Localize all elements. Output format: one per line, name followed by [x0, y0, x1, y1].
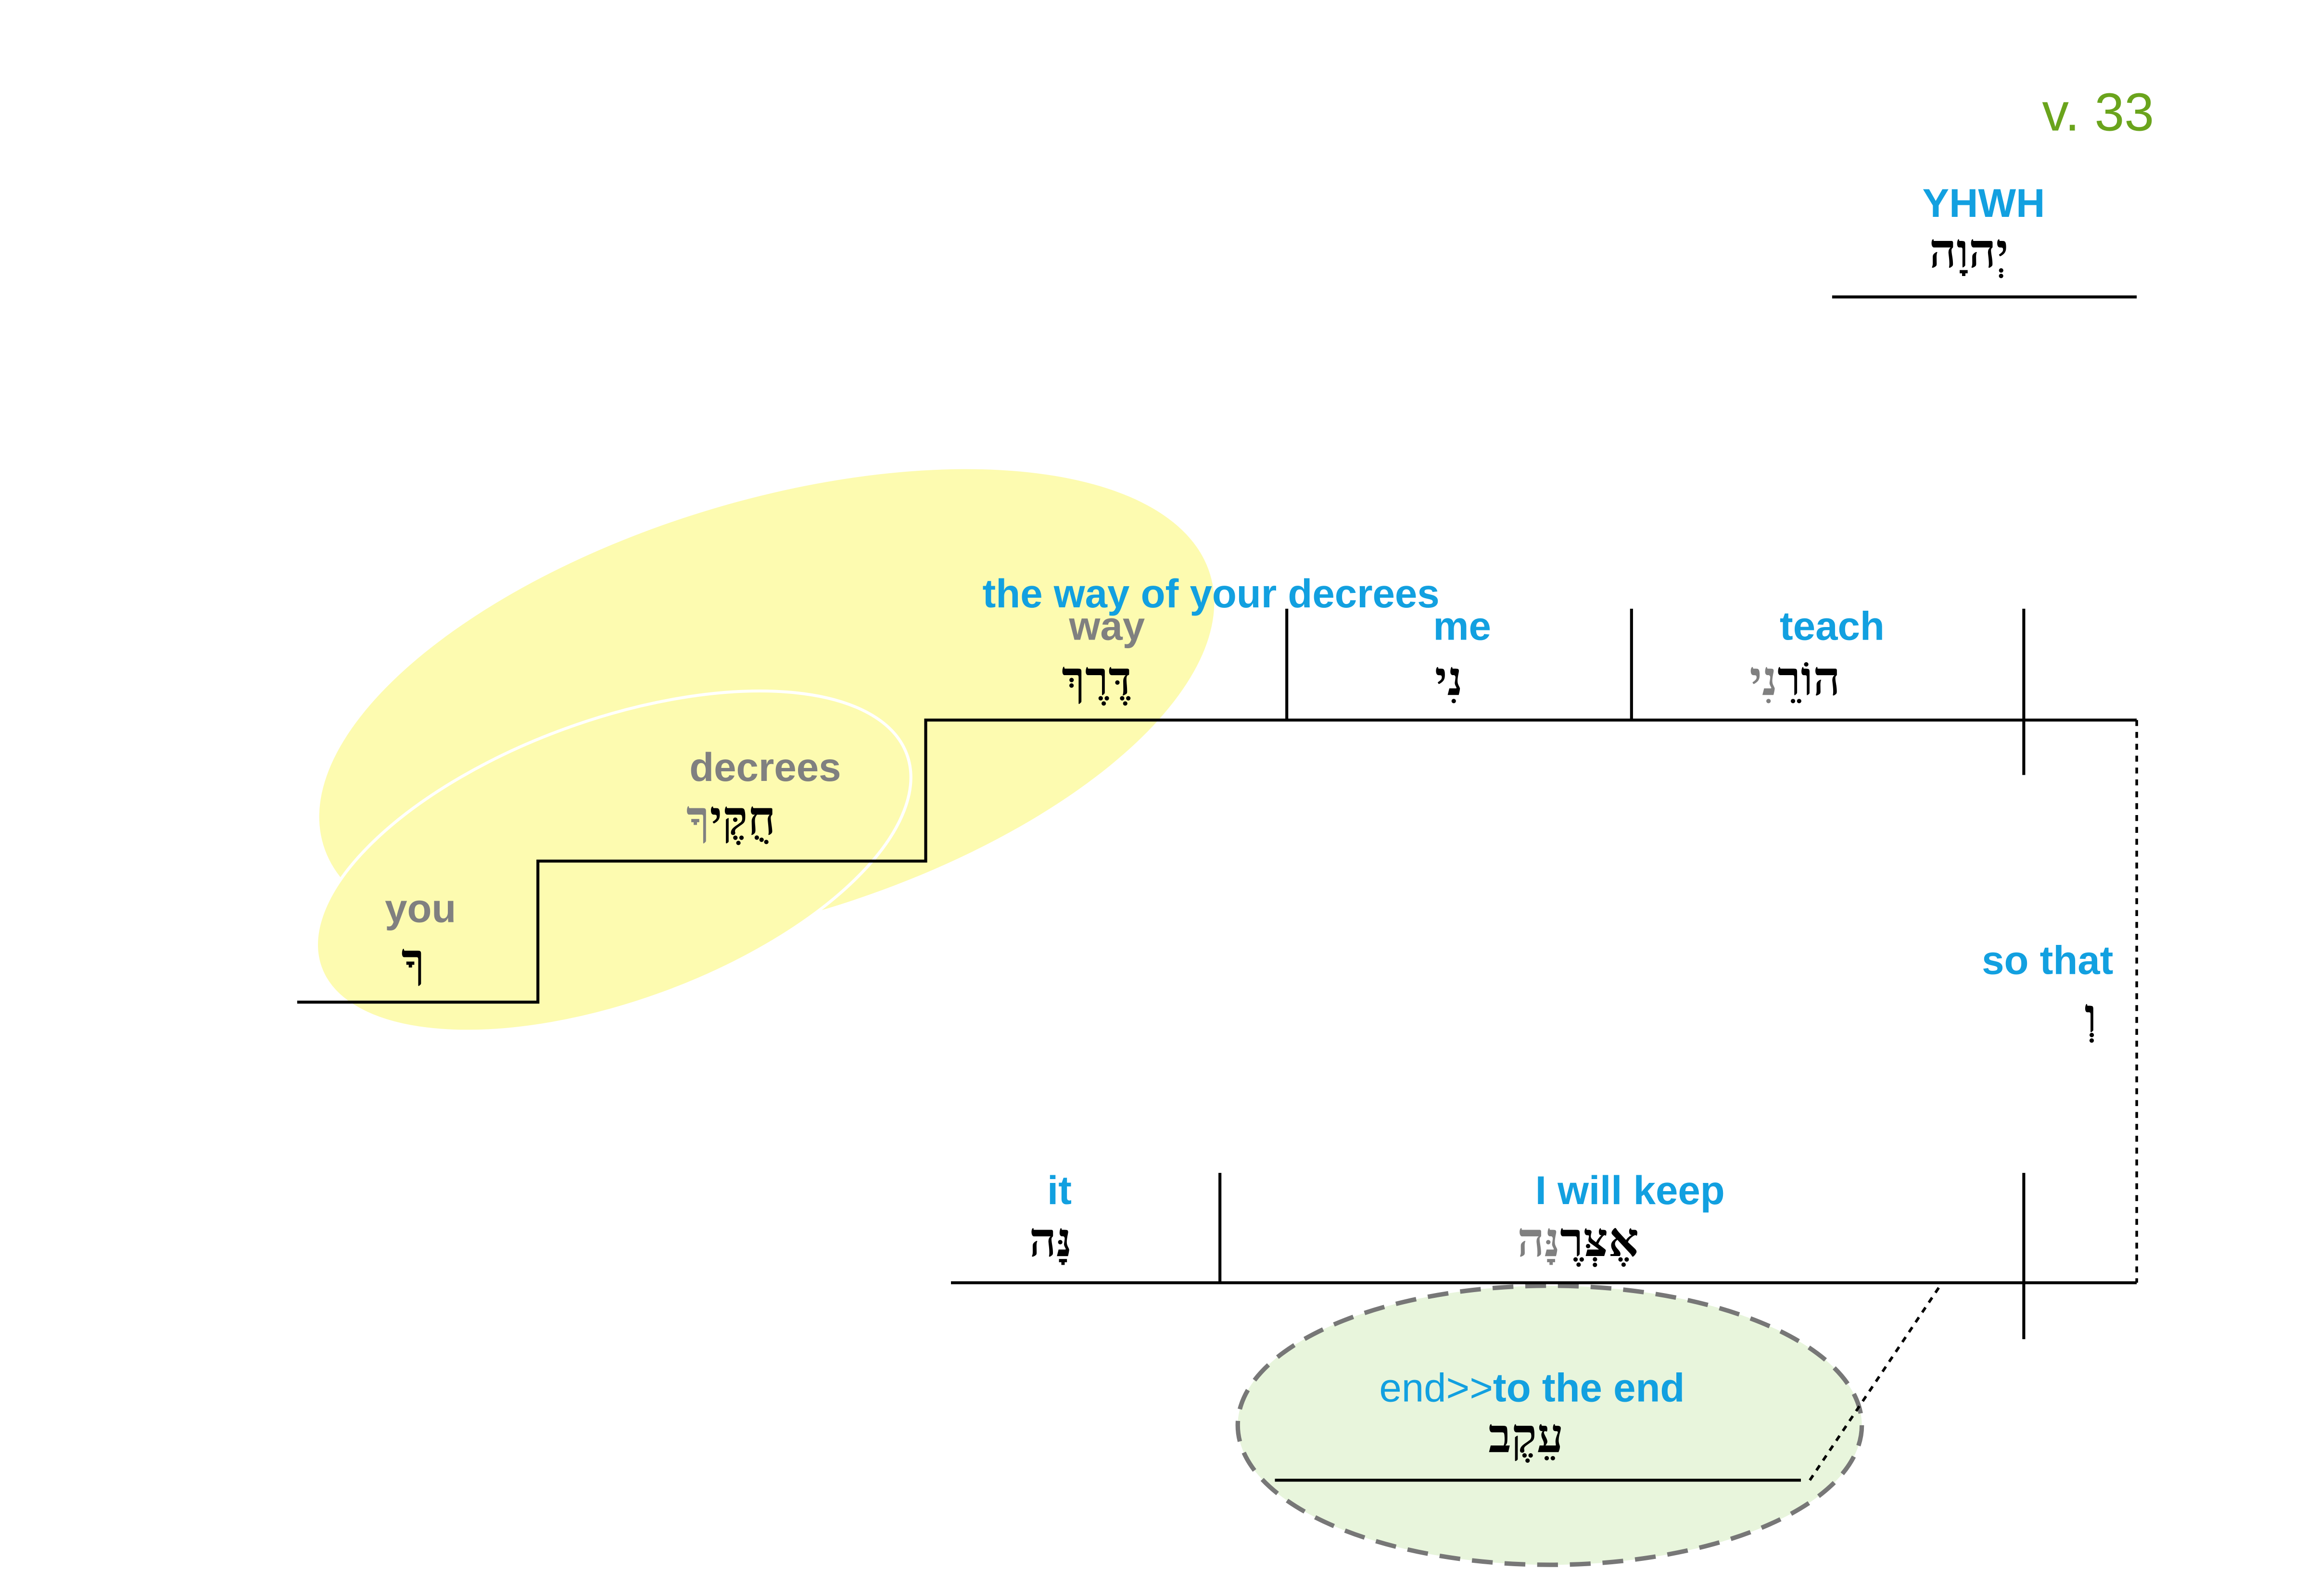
indirect-hebrew: נִי [1435, 651, 1463, 706]
verb-hebrew: הוֹרֵנִי [1749, 651, 1840, 706]
subject-english: YHWH [1923, 181, 2045, 226]
modifier1-hebrew-main: חֻקֶּי [709, 790, 775, 846]
sub-object-english: it [1047, 1168, 1072, 1213]
adverbial-english-main: to the end [1493, 1366, 1685, 1410]
adverbial-english: end>>to the end [1379, 1366, 1685, 1410]
sub-verb-hebrew-main: אֶצְּרֶ [1560, 1212, 1639, 1268]
modifier1-english: decrees [689, 745, 841, 790]
adverbial-dotted-link [1809, 1282, 1943, 1481]
sub-object-hebrew: נָּה [1029, 1212, 1072, 1268]
modifier2-english: you [385, 886, 456, 930]
connector-english: so that [1982, 938, 2113, 982]
object-hebrew: דֶּרֶךְ [1062, 651, 1131, 706]
modifier1-hebrew-suffix: ךָ [686, 790, 710, 846]
indirect-english: me [1433, 604, 1491, 649]
sub-verb-hebrew: אֶצְּרֶנָּה [1517, 1212, 1639, 1268]
modifier2-hebrew: ךָ [401, 933, 425, 989]
adverbial-english-prefix: end>> [1379, 1366, 1493, 1410]
modifier1-hebrew: חֻקֶּיךָ [686, 790, 776, 846]
verse-number: v. 33 [2042, 82, 2154, 142]
phrase-gloss: the way of your decrees [983, 571, 1440, 616]
connector-hebrew: וְ [2085, 988, 2097, 1043]
main-baseline [297, 718, 2137, 1004]
subject-hebrew: יְהוָה [1929, 223, 2009, 279]
verb-hebrew-main: הוֹרֵ [1777, 651, 1840, 706]
highlight-ellipse-green [1235, 1283, 1864, 1567]
adverbial-hebrew: עֵקֶב [1488, 1408, 1563, 1464]
sub-verb-english: I will keep [1535, 1168, 1725, 1213]
verb-english: teach [1780, 604, 1885, 649]
verb-hebrew-suffix: נִי [1749, 651, 1777, 706]
object-english: way [1069, 604, 1145, 649]
sub-verb-hebrew-suffix: נָּה [1517, 1212, 1560, 1268]
